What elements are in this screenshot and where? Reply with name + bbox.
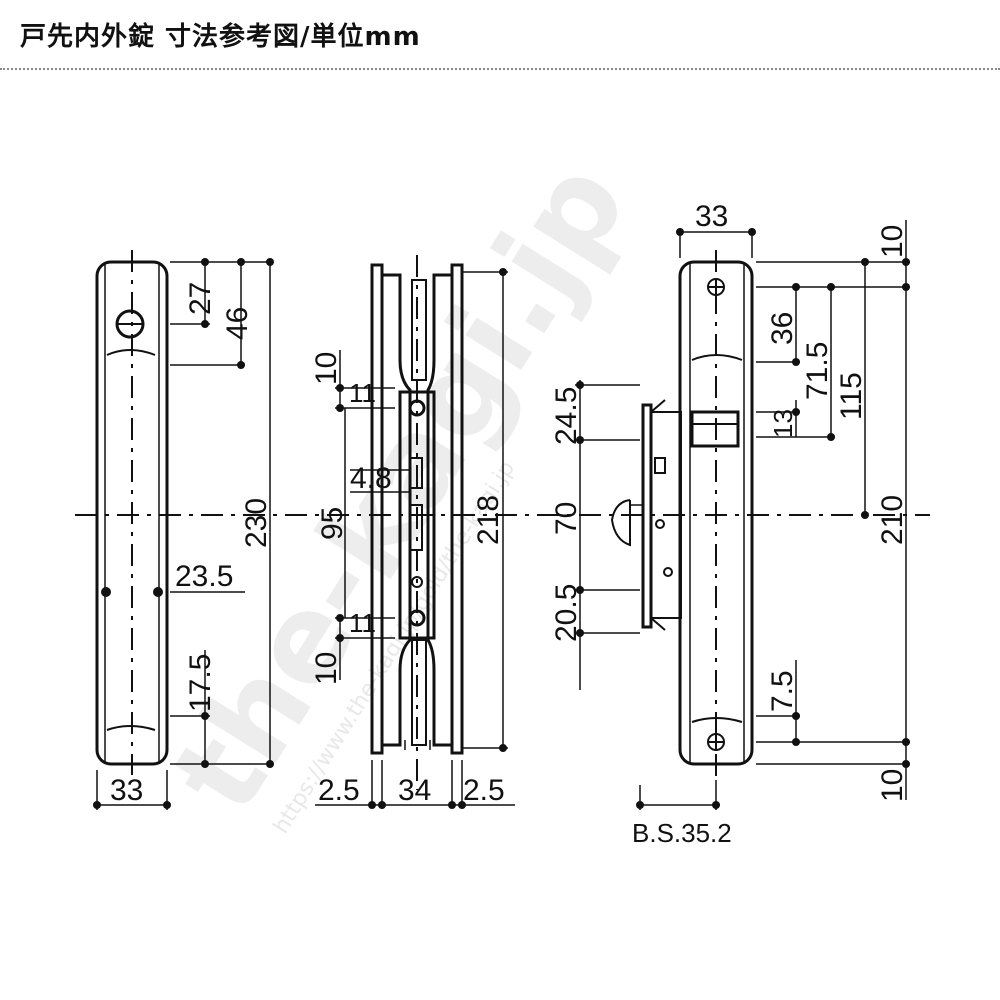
- back-dim-71-5: 71.5: [801, 342, 834, 400]
- side-dim-4-8: 4.8: [350, 462, 392, 495]
- back-dim-10-top: 10: [876, 225, 909, 258]
- dim-23-5: 23.5: [175, 560, 233, 593]
- page-title: 戸先内外錠 寸法参考図/単位mm: [20, 22, 421, 52]
- back-dim-24-5: 24.5: [550, 387, 583, 445]
- dim-46: 46: [221, 307, 254, 340]
- side-dim-2-5-right: 2.5: [463, 774, 505, 807]
- back-dim-20-5: 20.5: [550, 584, 583, 642]
- dim-27: 27: [184, 282, 217, 315]
- side-dim-10-top: 10: [310, 352, 343, 385]
- front-view: 27 46 230 23.5 17.5 33: [93, 250, 274, 810]
- back-dim-10-bottom: 10: [876, 769, 909, 802]
- backset-label: B.S.35.2: [632, 818, 732, 848]
- side-dim-34: 34: [398, 774, 431, 807]
- back-dim-70: 70: [550, 502, 583, 535]
- front-width: 33: [110, 774, 143, 807]
- side-view: 10 11 4.8 95 10 11 218 2.5 34 2.5: [310, 255, 515, 809]
- back-dim-115: 115: [835, 372, 868, 420]
- back-width: 33: [695, 200, 728, 233]
- side-dim-2-5-left: 2.5: [318, 774, 360, 807]
- back-dim-7-5: 7.5: [766, 670, 799, 712]
- back-dim-210: 210: [876, 495, 909, 545]
- back-dim-13: 13: [768, 409, 798, 438]
- side-dim-218: 218: [472, 495, 505, 545]
- header-divider: [0, 68, 1000, 70]
- dim-17-5: 17.5: [184, 654, 217, 712]
- side-dim-10-bottom-mark: 11: [349, 608, 376, 638]
- side-dim-10-top-mark: 11: [349, 378, 376, 408]
- side-dim-10-bottom: 10: [310, 652, 343, 685]
- back-view: 24.5 70 20.5 33 36 71.5 115 13: [550, 200, 910, 848]
- back-dim-36: 36: [766, 312, 799, 345]
- dim-230: 230: [240, 498, 273, 548]
- side-dim-95: 95: [316, 507, 349, 540]
